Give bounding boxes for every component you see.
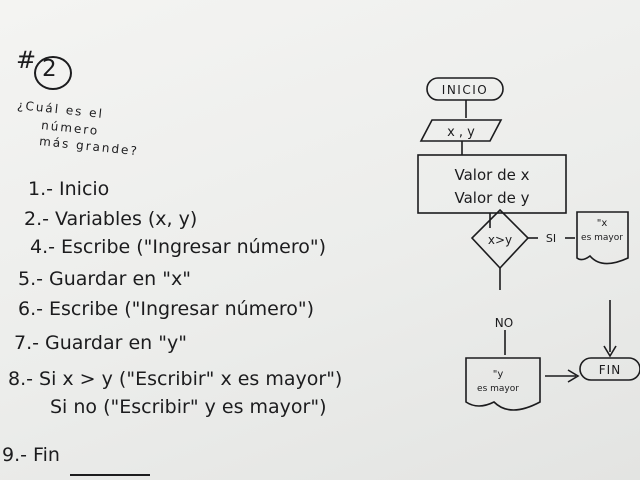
step-2: 2.- Variables (x, y) (24, 208, 198, 230)
arrowhead-end-down (603, 345, 617, 358)
start-terminator (426, 77, 504, 101)
process-label-1: Valor de x (455, 166, 530, 184)
end-label: FIN (599, 363, 621, 377)
process-label-2: Valor de y (455, 189, 530, 207)
start-label: INICIO (442, 83, 488, 97)
step-5: 5.- Guardar en "x" (18, 268, 191, 290)
output-x-label-1: "x (597, 218, 608, 229)
process-rectangle (417, 154, 567, 214)
step-9-underline (70, 474, 150, 476)
end-terminator (579, 357, 640, 381)
step-6: 6.- Escribe ("Ingresar número") (18, 298, 315, 320)
arrowhead-end-right (567, 369, 580, 383)
step-8-else: Si no ("Escribir" y es mayor") (50, 396, 327, 418)
step-1: 1.- Inicio (28, 178, 110, 200)
output-x-document (576, 211, 629, 265)
output-y-document (465, 357, 541, 411)
decision-label: x>y (488, 233, 512, 247)
yes-label: SI (546, 232, 556, 245)
input-parallelogram (419, 119, 503, 142)
step-9: 9.- Fin (2, 444, 60, 466)
output-y-label-2: es mayor (477, 384, 519, 394)
problem-hash: # (16, 46, 37, 74)
step-8: 8.- Si x > y ("Escribir" x es mayor") (8, 368, 343, 390)
problem-number: 2 (42, 56, 57, 82)
output-y-label-1: "y (493, 369, 504, 380)
output-x-label-2: es mayor (581, 233, 623, 243)
input-label: x , y (447, 125, 475, 140)
problem-number-circle (34, 56, 72, 90)
step-4: 4.- Escribe ("Ingresar número") (30, 236, 327, 258)
step-7: 7.- Guardar en "y" (14, 332, 187, 354)
no-label: NO (495, 316, 513, 330)
